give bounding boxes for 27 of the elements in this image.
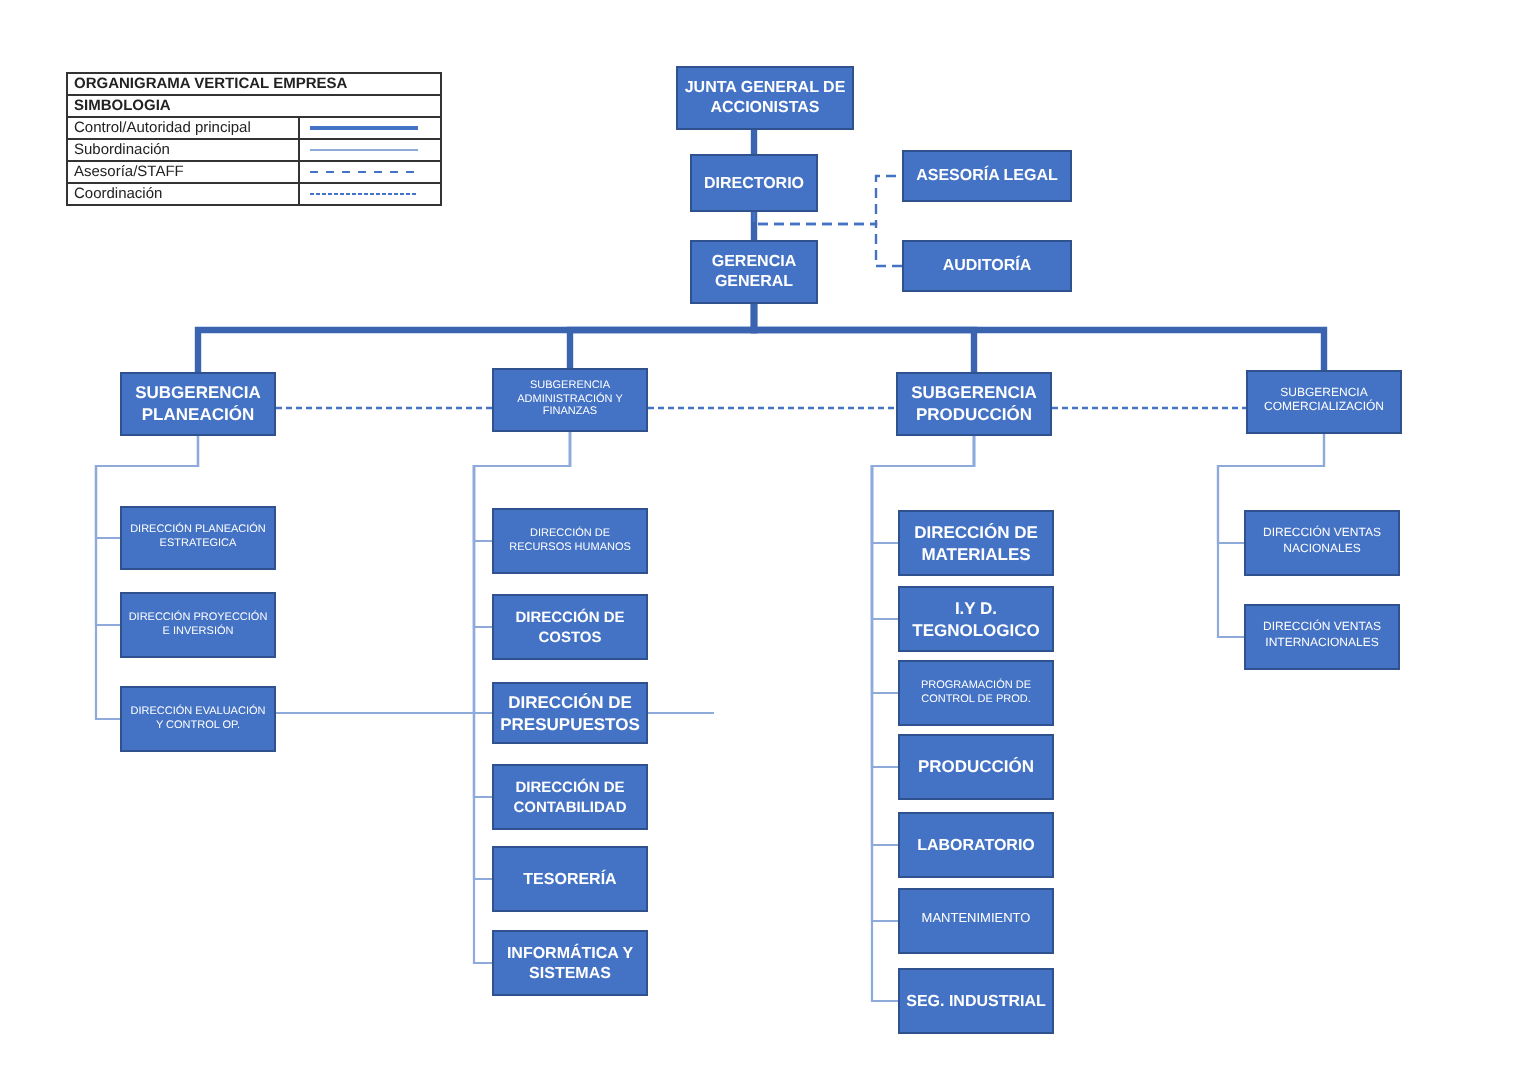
connector-line — [472, 432, 572, 965]
org-unit-box: DIRECCIÓN DE PRESUPUESTOS — [492, 682, 648, 744]
org-unit-box: TESORERÍA — [492, 846, 648, 912]
dashed-connector — [276, 406, 492, 410]
org-unit-box: AUDITORÍA — [902, 240, 1072, 292]
connector-line — [750, 212, 758, 240]
org-unit-box: SEG. INDUSTRIAL — [898, 968, 1054, 1034]
dashed-connector — [1052, 406, 1246, 410]
org-unit-box: DIRECTORIO — [690, 154, 818, 212]
org-unit-box: GERENCIA GENERAL — [690, 240, 818, 304]
org-unit-box: ASESORÍA LEGAL — [902, 150, 1072, 202]
org-unit-box: LABORATORIO — [898, 812, 1054, 878]
org-unit-box: INFORMÁTICA Y SISTEMAS — [492, 930, 648, 996]
org-unit-box: I.Y D. TEGNOLOGICO — [898, 586, 1054, 652]
dashed-connector — [648, 406, 896, 410]
connector-line — [94, 436, 200, 721]
org-unit-box: SUBGERENCIA PRODUCCIÓN — [896, 372, 1052, 436]
connector-line — [1216, 434, 1326, 639]
org-unit-box: JUNTA GENERAL DE ACCIONISTAS — [676, 66, 854, 130]
connector-line — [750, 130, 758, 154]
org-unit-box: DIRECCIÓN DE MATERIALES — [898, 510, 1054, 576]
org-unit-box: PRODUCCIÓN — [898, 734, 1054, 800]
dashed-connector — [752, 212, 902, 268]
org-unit-box: SUBGERENCIA PLANEACIÓN — [120, 372, 276, 436]
connector-line — [750, 304, 1328, 370]
connector-line — [276, 711, 492, 715]
connector-line — [648, 711, 714, 715]
